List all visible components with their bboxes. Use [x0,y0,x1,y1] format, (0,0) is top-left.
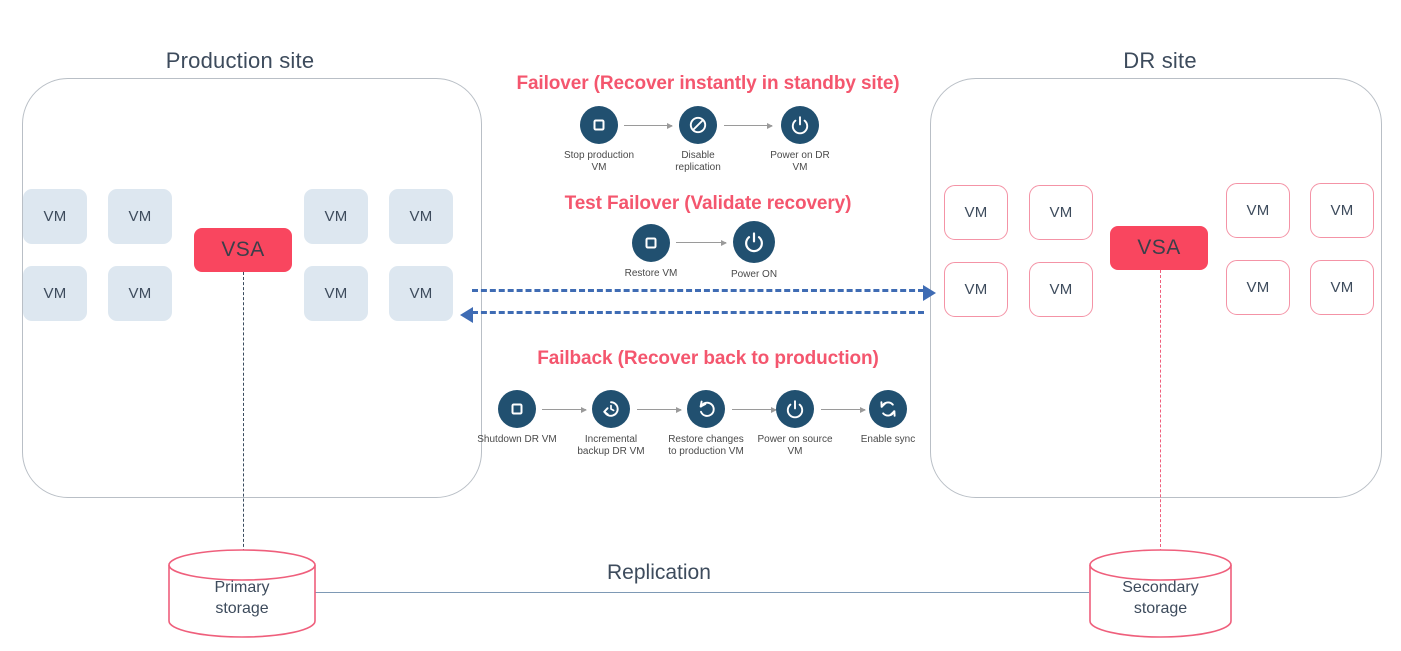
failback-step[interactable]: Incremental backup DR VM [568,390,654,458]
failback-step-arrow [637,406,682,413]
vm-tile[interactable]: VM [108,189,172,244]
test-failover-step[interactable]: Restore VM [608,224,694,280]
vm-tile[interactable]: VM [1310,183,1374,238]
primary-storage-label-line2: storage [215,600,269,617]
test-failover-step[interactable]: Power ON [711,221,797,281]
secondary-storage-cylinder[interactable]: Secondary storage [1088,549,1233,638]
vm-tile[interactable]: VM [1226,183,1290,238]
vm-tile[interactable]: VM [1310,260,1374,315]
vm-tile[interactable]: VM [304,266,368,321]
production-site-title: Production site [165,48,315,73]
vm-tile[interactable]: VM [23,266,87,321]
failback-step-arrow [732,406,777,413]
test-failover-flow-title: Test Failover (Validate recovery) [564,193,852,214]
failover-step-arrow [724,122,773,129]
failback-step-label: Restore changes to production VM [668,434,744,457]
replication-arrow-to-dr [472,284,936,301]
failback-step-label: Power on source VM [757,434,833,457]
sync-icon [869,390,907,428]
failback-flow-title: Failback (Recover back to production) [537,348,879,369]
failover-flow-title: Failover (Recover instantly in standby s… [516,73,900,94]
failover-step[interactable]: Stop production VM [556,106,642,174]
failback-step-label: Shutdown DR VM [477,434,557,445]
test-failover-step-label: Power ON [730,269,778,280]
failback-step-label: Enable sync [860,434,916,445]
power-icon [776,390,814,428]
failback-step[interactable]: Shutdown DR VM [474,390,560,446]
vm-tile[interactable]: VM [1029,262,1093,317]
stop-icon [580,106,618,144]
arrow-head-left-icon [460,306,473,323]
production-vsa-node[interactable]: VSA [194,228,292,272]
power-icon [733,221,775,263]
replication-label: Replication [607,561,711,584]
vm-tile[interactable]: VM [1029,185,1093,240]
stop-icon [632,224,670,262]
failback-step[interactable]: Power on source VM [752,390,838,458]
power-icon [781,106,819,144]
arrow-head-right-icon [923,284,936,301]
failback-step[interactable]: Restore changes to production VM [663,390,749,458]
vm-tile[interactable]: VM [108,266,172,321]
vm-tile[interactable]: VM [304,189,368,244]
vm-tile[interactable]: VM [389,189,453,244]
failover-step[interactable]: Power on DR VM [757,106,843,174]
replication-arrow-to-production [460,306,924,323]
failback-step-arrow [821,406,866,413]
test-failover-step-label: Restore VM [624,268,678,279]
failover-step-arrow [624,122,673,129]
stop-icon [498,390,536,428]
failback-step[interactable]: Enable sync [845,390,931,446]
dr-site-title: DR site [1123,48,1197,73]
vm-tile[interactable]: VM [944,185,1008,240]
failover-step[interactable]: Disable replication [655,106,741,174]
secondary-storage-label-line1: Secondary [1122,579,1199,596]
failover-step-label: Disable replication [675,150,721,173]
prohibited-icon [679,106,717,144]
secondary-storage-label: Secondary storage [1088,577,1233,619]
failover-step-label: Stop production VM [563,150,635,173]
primary-storage-cylinder[interactable]: Primary storage [167,549,317,638]
secondary-storage-label-line2: storage [1133,600,1188,617]
failover-step-label: Power on DR VM [770,150,830,173]
dr-vsa-storage-connector [1160,270,1161,557]
dr-vsa-node[interactable]: VSA [1110,226,1208,270]
failback-step-arrow [542,406,587,413]
failback-step-label: Incremental backup DR VM [577,434,645,457]
vm-tile[interactable]: VM [23,189,87,244]
primary-storage-label: Primary storage [167,577,317,619]
backup-clock-icon [592,390,630,428]
undo-icon [687,390,725,428]
test-failover-step-arrow [676,239,727,246]
primary-storage-label-line1: Primary [214,579,270,596]
replication-link-line [314,592,1089,593]
production-vsa-storage-connector [243,272,244,557]
vm-tile[interactable]: VM [1226,260,1290,315]
vm-tile[interactable]: VM [389,266,453,321]
vm-tile[interactable]: VM [944,262,1008,317]
